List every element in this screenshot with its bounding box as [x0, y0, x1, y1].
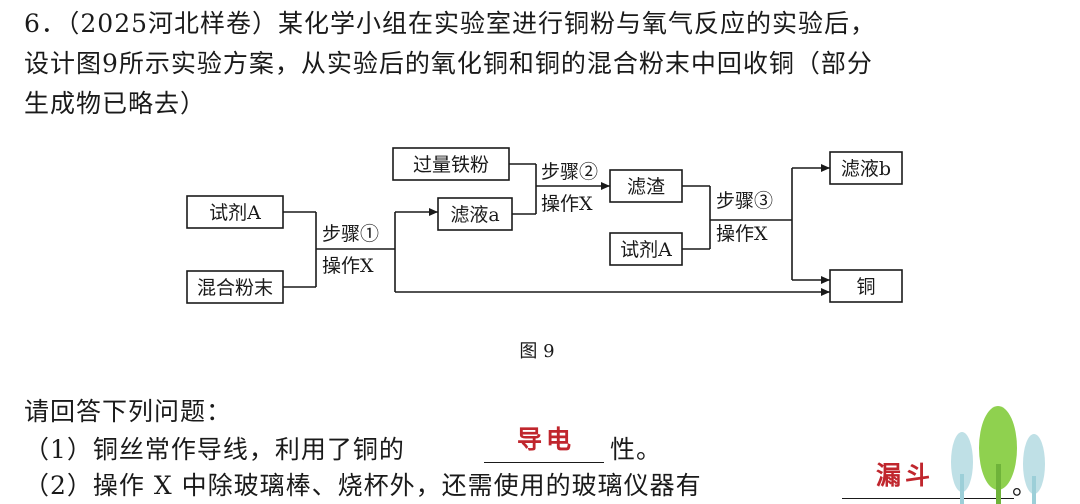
step3-op: 操作X [716, 223, 768, 245]
tree-decoration [951, 406, 1045, 504]
figure-caption: 图 9 [519, 341, 554, 362]
q2-answer: 漏斗 [876, 461, 935, 490]
q1-text-after: 性。 [610, 435, 663, 464]
q2-blank [842, 498, 1014, 499]
box-copper [829, 269, 903, 303]
step1-op: 操作X [322, 255, 374, 277]
box-filtrate-b [829, 151, 903, 185]
q1-answer: 导电 [517, 425, 576, 454]
step2-op: 操作X [541, 193, 593, 215]
label-copper: 铜 [856, 276, 875, 298]
q1-blank [484, 462, 604, 463]
label-filtrate-a: 滤液a [450, 204, 499, 226]
label-excess-iron: 过量铁粉 [413, 154, 489, 176]
question-line-2: 设计图9所示实验方案，从实验后的氧化铜和铜的混合粉末中回收铜（部分 [24, 49, 873, 78]
step3-label: 步骤③ [716, 190, 773, 212]
question-line-3: 生成物已略去） [24, 89, 207, 118]
step2-label: 步骤② [541, 161, 598, 183]
label-reagent-a: 试剂A [209, 202, 261, 224]
q2-text-before: （2）操作 X 中除玻璃棒、烧杯外，还需使用的玻璃仪器有 [24, 471, 702, 500]
tree-icon [951, 406, 1045, 504]
label-residue: 滤渣 [627, 176, 665, 198]
prompt-line: 请回答下列问题： [24, 397, 233, 426]
label-filtrate-b: 滤液b [841, 158, 891, 180]
label-mixed-powder: 混合粉末 [197, 277, 273, 299]
q1-text-before: （1）铜丝常作导线，利用了铜的 [24, 435, 405, 464]
label-reagent-a-2: 试剂A [620, 239, 672, 261]
question-line-1: 6．（2025河北样卷）某化学小组在实验室进行铜粉与氧气反应的实验后， [24, 9, 877, 38]
step1-label: 步骤① [322, 223, 379, 245]
